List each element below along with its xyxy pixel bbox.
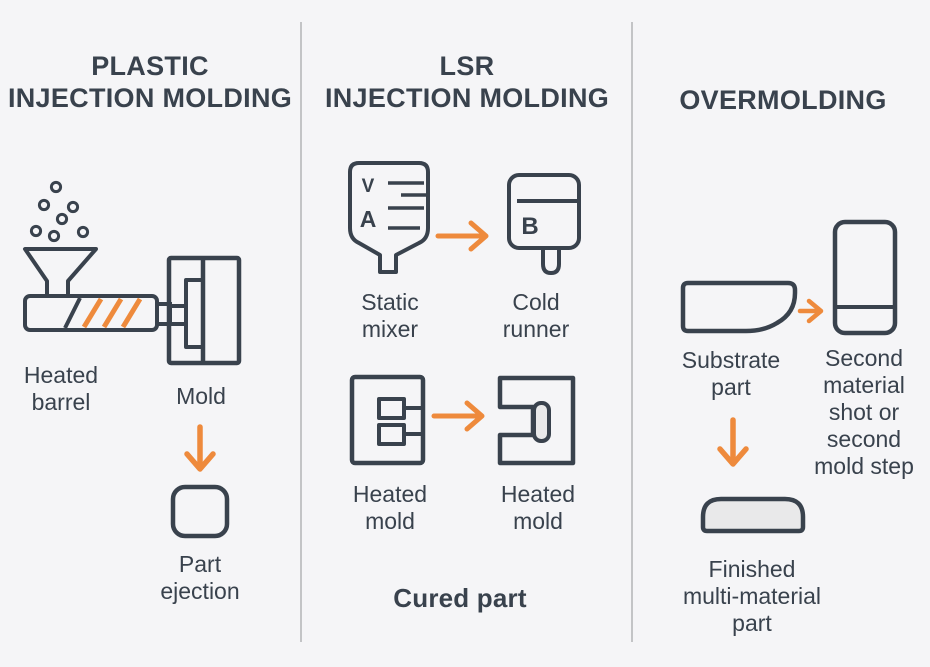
label-substrate-part: Substrate part [681,347,781,400]
arrow-right-mixer-to-runner-icon [435,220,489,252]
arrow-down-ejection-icon [184,424,216,472]
label-second-material: Second material shot or second mold step [814,345,914,479]
label-heated-mold-right: Heated mold [500,481,576,534]
label-cold-runner: Cold runner [502,289,570,342]
title-plastic-injection-molding: PLASTIC INJECTION MOLDING [7,51,293,113]
column-divider-left [300,22,302,642]
mold-icon [166,255,242,366]
title-overmolding: OVERMOLDING [679,85,887,115]
label-part-ejection: Part ejection [160,551,240,604]
arrow-right-substrate-icon [797,298,824,324]
arrow-right-mold-to-mold-icon [431,400,485,432]
mixer-component-b-letter: A [360,206,377,232]
heated-mold-open-icon [349,374,426,466]
finished-part-icon [700,496,806,534]
heated-mold-cured-icon [497,375,576,466]
ejected-part-icon [170,484,230,539]
label-heated-mold-left: Heated mold [352,481,428,534]
mixer-component-a-letter: V [362,176,375,197]
static-mixer-icon: V A [348,161,430,274]
cold-runner-icon: B [507,173,581,276]
arrow-down-finish-icon [717,417,749,467]
label-static-mixer: Static mixer [361,289,419,342]
label-finished-part: Finished multi-material part [682,556,822,636]
label-cured-part: Cured part [393,583,527,613]
label-heated-barrel: Heated barrel [23,362,99,415]
hopper-funnel-icon [23,247,98,298]
label-mold: Mold [176,383,226,409]
title-lsr-injection-molding: LSR INJECTION MOLDING [324,51,610,113]
plastic-pellets-icon [29,180,90,243]
heated-barrel-icon [23,294,172,332]
substrate-part-icon [680,280,798,334]
column-divider-right [631,22,633,642]
second-material-shot-icon [832,219,898,336]
runner-material-letter: B [521,213,538,240]
